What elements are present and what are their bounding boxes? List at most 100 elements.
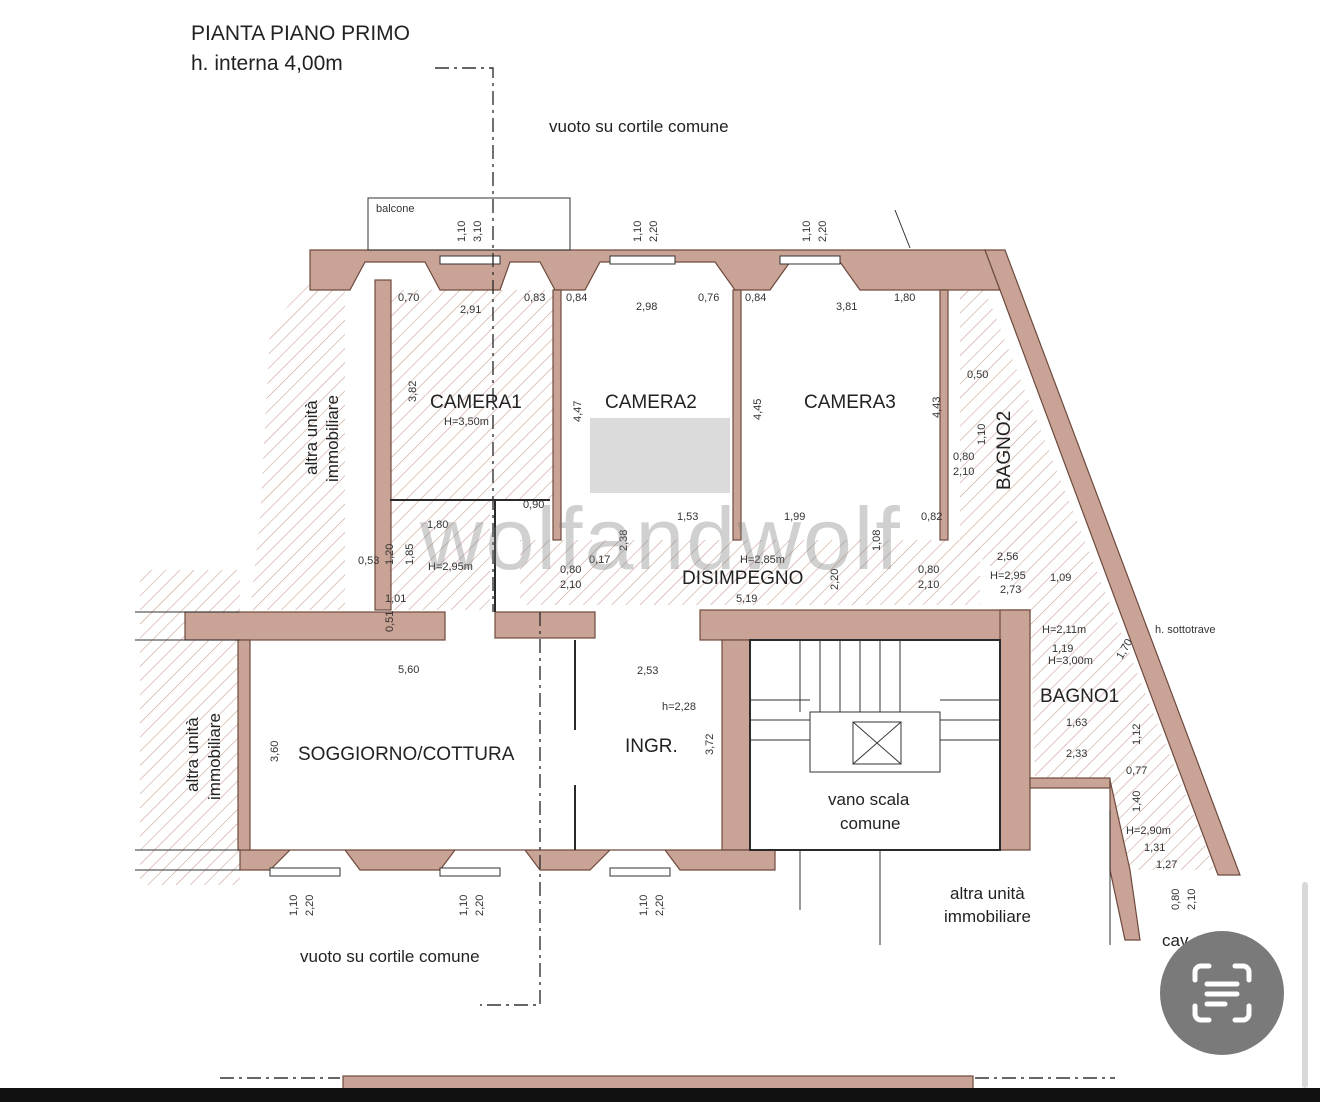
h211-label: H=2,11m <box>1042 624 1086 636</box>
east-wall <box>984 249 1241 876</box>
svg-text:0,80: 0,80 <box>918 564 939 576</box>
svg-text:1,99: 1,99 <box>784 511 805 523</box>
svg-text:2,98: 2,98 <box>636 301 657 313</box>
svg-text:2,20: 2,20 <box>648 221 660 242</box>
svg-text:2,20: 2,20 <box>474 895 486 916</box>
text-scan-button[interactable] <box>1160 931 1284 1055</box>
svg-text:2,20: 2,20 <box>829 569 841 590</box>
svg-text:2,38: 2,38 <box>618 530 630 551</box>
svg-text:1,63: 1,63 <box>1066 717 1087 729</box>
neighbour-right-1: altra unità <box>950 884 1025 903</box>
disimpegno-height: H=2,85m <box>740 554 785 566</box>
svg-text:0,51: 0,51 <box>384 611 396 632</box>
stair-wall-left <box>721 639 751 851</box>
mid-wall <box>184 611 446 641</box>
svg-text:1,80: 1,80 <box>894 292 915 304</box>
svg-text:0,84: 0,84 <box>566 292 587 304</box>
h290-label: H=2,90m <box>1126 825 1171 837</box>
svg-text:0,84: 0,84 <box>745 292 766 304</box>
svg-text:2,10: 2,10 <box>918 579 939 591</box>
svg-text:4,43: 4,43 <box>931 397 943 418</box>
svg-text:1,12: 1,12 <box>1131 724 1143 745</box>
ingr-height: h=2,28 <box>662 701 696 713</box>
small-room-hatch <box>390 500 490 610</box>
svg-text:3,72: 3,72 <box>704 734 716 755</box>
svg-text:4,47: 4,47 <box>572 401 584 422</box>
scrollbar-thumb[interactable] <box>1302 882 1308 1088</box>
small-room-height: H=2,95m <box>428 561 473 573</box>
mid-wall-2 <box>494 611 596 639</box>
lift-box <box>852 721 902 765</box>
svg-text:0,70: 0,70 <box>398 292 419 304</box>
section-line-top <box>435 67 494 612</box>
svg-text:4,45: 4,45 <box>752 399 764 420</box>
svg-text:1,10: 1,10 <box>638 895 650 916</box>
bagno1-wall-bottom <box>1029 777 1111 789</box>
svg-text:1,10: 1,10 <box>801 221 813 242</box>
stair-label-1: vano scala <box>828 790 910 809</box>
plan-title: PIANTA PIANO PRIMO <box>191 22 410 45</box>
svg-text:1,27: 1,27 <box>1156 859 1177 871</box>
svg-text:1,20: 1,20 <box>384 544 396 565</box>
ingr-label: INGR. <box>625 736 678 757</box>
void-top-label: vuoto su cortile comune <box>549 117 729 136</box>
svg-text:5,60: 5,60 <box>398 664 419 676</box>
bagno2-label: BAGNO2 <box>994 411 1015 490</box>
svg-text:1,10: 1,10 <box>458 895 470 916</box>
balcony-label: balcone <box>376 203 415 215</box>
svg-text:2,20: 2,20 <box>654 895 666 916</box>
svg-text:2,56: 2,56 <box>997 551 1018 563</box>
svg-text:1,19: 1,19 <box>1052 643 1073 655</box>
svg-text:2,10: 2,10 <box>560 579 581 591</box>
svg-text:1,10: 1,10 <box>976 424 988 445</box>
sottotrave-label: h. sottotrave <box>1155 624 1216 636</box>
camera1-hatch <box>390 290 555 500</box>
disimpegno-label: DISIMPEGNO <box>682 568 803 589</box>
h295-label: H=2,95 <box>990 570 1026 582</box>
svg-text:2,53: 2,53 <box>637 665 658 677</box>
svg-text:1,31: 1,31 <box>1144 842 1165 854</box>
watermark-box <box>590 418 730 493</box>
svg-text:2,33: 2,33 <box>1066 748 1087 760</box>
svg-text:1,09: 1,09 <box>1050 572 1071 584</box>
h300-label: H=3,00m <box>1048 655 1093 667</box>
text-scan-icon <box>1192 963 1252 1023</box>
svg-text:0,83: 0,83 <box>524 292 545 304</box>
svg-text:0,82: 0,82 <box>921 511 942 523</box>
svg-text:3,82: 3,82 <box>407 381 419 402</box>
svg-text:2,20: 2,20 <box>817 221 829 242</box>
svg-text:0,80: 0,80 <box>953 451 974 463</box>
svg-text:0,17: 0,17 <box>589 554 610 566</box>
svg-text:3,60: 3,60 <box>269 741 281 762</box>
bagno-hatch <box>960 290 1215 870</box>
partition-3-bagno <box>939 289 949 541</box>
svg-text:0,53: 0,53 <box>358 555 379 567</box>
west-wall-lower <box>237 639 251 851</box>
svg-text:5,19: 5,19 <box>736 593 757 605</box>
svg-text:1,01: 1,01 <box>385 593 406 605</box>
neighbour-left-bottom-1: altra unità <box>183 717 202 792</box>
neighbour-hatch-left-top <box>250 250 345 610</box>
neighbour-left-top-2: immobiliare <box>323 395 342 482</box>
stair-core <box>809 711 941 773</box>
south-wall <box>239 849 776 871</box>
svg-text:0,80: 0,80 <box>1170 889 1182 910</box>
svg-text:2,73: 2,73 <box>1000 584 1021 596</box>
svg-text:1,40: 1,40 <box>1131 791 1143 812</box>
stair-well <box>749 639 1001 851</box>
neighbour-left-top-1: altra unità <box>302 400 321 475</box>
camera1-height: H=3,50m <box>444 416 489 428</box>
svg-text:0,80: 0,80 <box>560 564 581 576</box>
svg-text:1,10: 1,10 <box>456 221 468 242</box>
neighbour-right-2: immobiliare <box>944 907 1031 926</box>
lift-cross-2 <box>852 721 902 765</box>
partition-1-2 <box>552 289 562 541</box>
svg-text:1,08: 1,08 <box>871 530 883 551</box>
svg-text:1,53: 1,53 <box>677 511 698 523</box>
camera2-label: CAMERA2 <box>605 392 697 413</box>
svg-text:3,81: 3,81 <box>836 301 857 313</box>
stair-wall-top <box>699 609 1031 641</box>
svg-text:2,91: 2,91 <box>460 304 481 316</box>
svg-text:0,50: 0,50 <box>967 369 988 381</box>
